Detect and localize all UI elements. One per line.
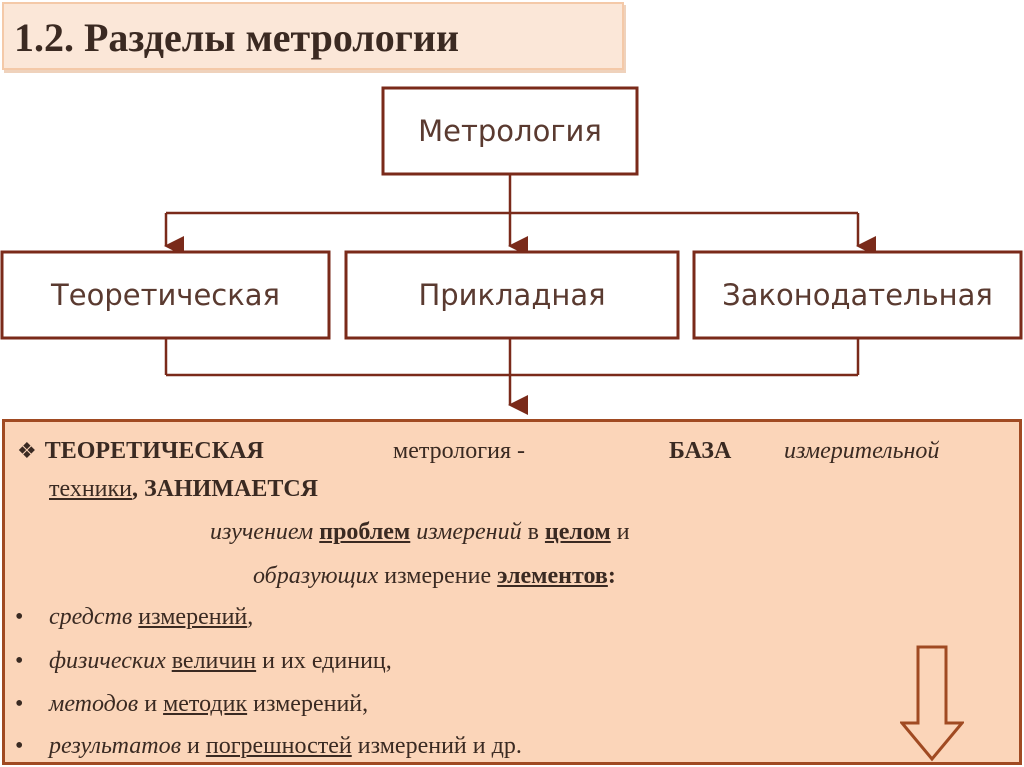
colon: : [607,563,616,589]
item4-a: результатов [49,733,181,759]
description-panel: ❖ ТЕОРЕТИЧЕСКАЯ метрология - БАЗА измерит… [2,419,1022,765]
bullet-2: • [15,648,24,674]
panel-line-1-tail: измерительной [784,438,939,465]
whole-word: целом [544,519,611,545]
metrology-word: метрология - [393,438,525,464]
item4-b: и [187,733,200,759]
down-arrow-icon [900,645,964,762]
child-box-legal [692,250,1023,340]
item4-c: погрешностей [205,733,352,759]
technique-word: техники [49,476,133,502]
child-label-legal: Законодательная [722,278,993,312]
list-item: средств измерений, [49,604,253,631]
hierarchy-diagram: Метрология Теоретическая Прикладная Зако… [0,80,1024,415]
bullet-4: • [15,733,24,759]
in-word: в [527,519,539,545]
page-title: 1.2. Разделы метрологии [14,15,459,60]
panel-line-1-mid: метрология - [393,438,525,465]
item1-c: , [247,604,254,630]
and-word: и [616,519,630,545]
item1-b: измерений [138,604,248,630]
panel-line-1: ❖ ТЕОРЕТИЧЕСКАЯ [17,438,264,465]
measuring-word: измерительной [784,438,940,464]
problems-word: проблем [319,519,411,545]
panel-line-3: изучением проблем измерений в целом и [210,519,630,546]
list-item: методов и методик измерений, [49,691,368,718]
item3-b: и [144,691,158,717]
list-item: результатов и погрешностей измерений и д… [49,733,522,760]
bullet-3: • [15,691,24,717]
item3-a: методов [49,691,139,717]
measurement-word: измерение [384,563,492,589]
base-word: БАЗА [669,438,732,464]
forming-word: образующих [253,563,379,589]
diagram-graphics [0,86,1023,415]
item3-d: измерений, [253,691,369,717]
panel-line-1-base: БАЗА [669,438,731,465]
child-label-applied: Прикладная [418,278,606,312]
item2-a: физических [49,648,166,674]
panel-line-4: образующих измерение элементов: [253,563,616,590]
item3-c: методик [163,691,248,717]
panel-line-2: техники, ЗАНИМАЕТСЯ [49,476,318,503]
item2-c: и их единиц, [262,648,392,674]
diamond-bullet-icon: ❖ [17,438,37,463]
root-box [381,86,639,176]
elements-word: элементов [497,563,608,589]
item1-a: средств [49,604,133,630]
study-word: изучением [210,519,314,545]
title-box: 1.2. Разделы метрологии [2,2,624,70]
child-box-applied [344,250,680,340]
heading-theoretical: ТЕОРЕТИЧЕСКАЯ [44,438,264,464]
bullet-1: • [15,604,24,630]
child-label-theoretical: Теоретическая [51,278,280,312]
list-item: физических величин и их единиц, [49,648,392,675]
root-label: Метрология [418,114,602,148]
engaged-word: , ЗАНИМАЕТСЯ [132,476,319,502]
item2-b: величин [171,648,257,674]
measurements-word: измерений [416,519,522,545]
item4-d: измерений и др. [357,733,522,759]
